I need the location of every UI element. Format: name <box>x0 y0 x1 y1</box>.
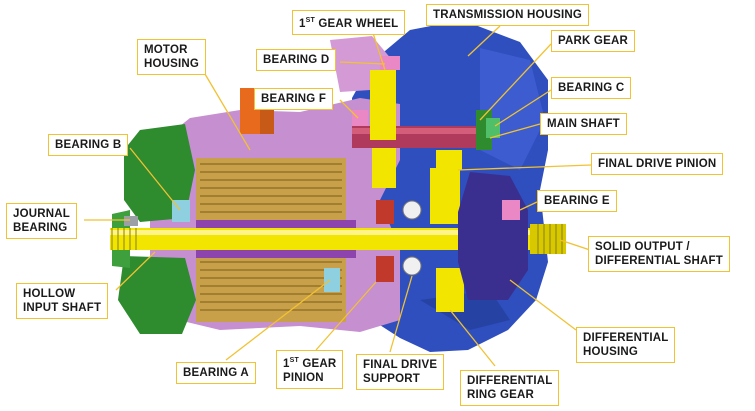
label-bearing-c: BEARING C <box>551 77 632 99</box>
final-drive-support-line2: SUPPORT <box>363 373 420 385</box>
journal-bearing-shape <box>124 216 138 226</box>
output-shaft-right-end <box>530 224 566 254</box>
label-journal-bearing: JOURNAL BEARING <box>6 203 77 239</box>
diff-ring-gear-lower <box>436 268 464 312</box>
label-bearing-d: BEARING D <box>256 49 337 71</box>
label-solid-output-shaft: SOLID OUTPUT / DIFFERENTIAL SHAFT <box>588 236 730 272</box>
bearing-d-text: BEARING D <box>263 54 330 66</box>
first-gear-pinion-sup: ST <box>289 357 299 364</box>
differential-housing-shape <box>458 172 528 300</box>
first-gear-pinion-shape <box>372 148 396 188</box>
label-first-gear-pinion: 1ST GEAR PINION <box>276 350 344 389</box>
motor-housing-line1: MOTOR <box>144 44 188 56</box>
spline-right <box>537 224 563 254</box>
journal-bearing-line1: JOURNAL <box>13 208 70 220</box>
bearing-f-shape <box>352 110 368 126</box>
orange-part-mid <box>260 104 274 134</box>
final-drive-pinion-shape <box>430 168 460 224</box>
hollow-input-line1: HOLLOW <box>23 288 76 300</box>
first-gear-pinion-num: 1 <box>283 358 290 370</box>
bearing-a-text: BEARING A <box>183 367 249 379</box>
rotor-lower <box>196 248 356 258</box>
diff-ring-gear-upper <box>436 150 462 170</box>
bearing-e-shape <box>502 200 520 220</box>
differential-housing-line2: HOUSING <box>583 346 639 358</box>
final-drive-support-bearing-upper <box>402 200 422 220</box>
label-bearing-a: BEARING A <box>176 362 256 384</box>
label-final-drive-support: FINAL DRIVE SUPPORT <box>356 354 445 390</box>
bearing-f-text: BEARING F <box>261 93 327 105</box>
bearing-d-shape <box>380 56 400 70</box>
label-differential-housing: DIFFERENTIAL HOUSING <box>576 327 676 363</box>
label-bearing-f: BEARING F <box>254 88 334 110</box>
bearing-e-text: BEARING E <box>544 195 610 207</box>
bearing-c-shape <box>486 118 500 138</box>
main-shaft-text: MAIN SHAFT <box>547 118 620 130</box>
transmission-housing-text: TRANSMISSION HOUSING <box>433 9 583 21</box>
left-end-cover-shape <box>112 124 196 334</box>
differential-housing-line1: DIFFERENTIAL <box>583 332 669 344</box>
final-drive-support-bearing-lower <box>402 256 422 276</box>
bearing-c-text: BEARING C <box>558 82 625 94</box>
stator-lower <box>196 256 346 322</box>
solid-output-line2: DIFFERENTIAL SHAFT <box>595 255 723 267</box>
rotor-upper <box>196 220 356 230</box>
spline-left <box>111 228 137 250</box>
output-shaft-shine <box>110 230 558 235</box>
hollow-input-line2: INPUT SHAFT <box>23 302 102 314</box>
first-gear-wheel-text: GEAR WHEEL <box>318 18 399 30</box>
gear-red-1 <box>376 200 394 224</box>
final-drive-support-line1: FINAL DRIVE <box>363 359 438 371</box>
differential-ring-gear-line2: RING GEAR <box>467 389 534 401</box>
stator-upper <box>196 158 346 220</box>
label-hollow-input-shaft: HOLLOW INPUT SHAFT <box>16 283 109 319</box>
differential-ring-gear-line1: DIFFERENTIAL <box>467 375 553 387</box>
label-final-drive-pinion: FINAL DRIVE PINION <box>591 153 724 175</box>
label-bearing-e: BEARING E <box>537 190 617 212</box>
solid-output-line1: SOLID OUTPUT / <box>595 241 690 253</box>
label-transmission-housing: TRANSMISSION HOUSING <box>426 4 590 26</box>
first-gear-wheel-sup: ST <box>305 17 315 24</box>
first-gear-wheel-shape <box>370 70 396 140</box>
first-gear-wheel-num: 1 <box>299 18 306 30</box>
main-shaft-highlight <box>352 128 492 134</box>
first-gear-pinion-text: GEAR <box>302 358 337 370</box>
gear-red-2 <box>376 256 394 282</box>
park-gear-text: PARK GEAR <box>558 35 628 47</box>
label-park-gear: PARK GEAR <box>551 30 635 52</box>
label-first-gear-wheel: 1ST GEAR WHEEL <box>292 10 406 35</box>
motor-housing-line2: HOUSING <box>144 58 200 70</box>
journal-bearing-line2: BEARING <box>13 222 68 234</box>
leader-lines <box>84 25 592 367</box>
label-motor-housing: MOTOR HOUSING <box>137 39 207 75</box>
first-gear-pinion-line2: PINION <box>283 372 324 384</box>
bearing-b-text: BEARING B <box>55 139 122 151</box>
bearing-a-shape <box>324 268 340 292</box>
final-drive-pinion-text: FINAL DRIVE PINION <box>598 158 717 170</box>
label-main-shaft: MAIN SHAFT <box>540 113 627 135</box>
label-differential-ring-gear: DIFFERENTIAL RING GEAR <box>460 370 560 406</box>
label-bearing-b: BEARING B <box>48 134 129 156</box>
